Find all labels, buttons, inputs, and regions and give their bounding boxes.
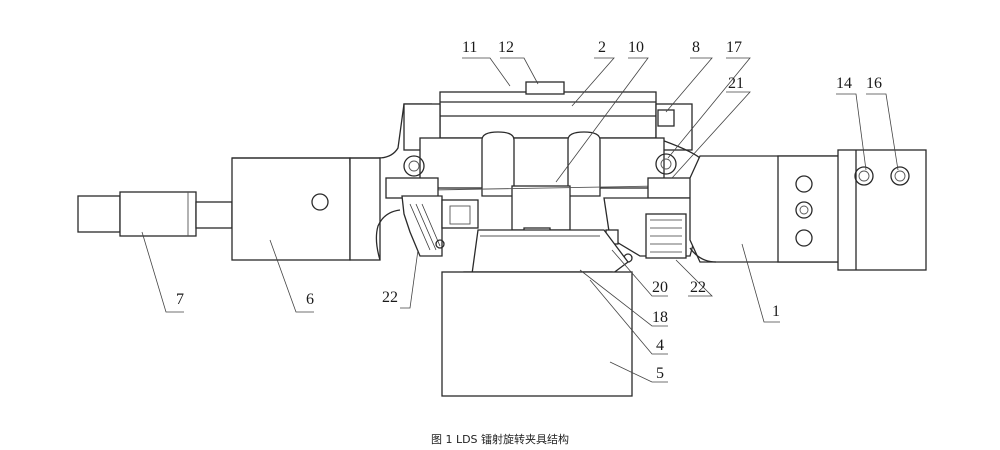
part-2-upper-body: [403, 81, 708, 159]
label-2: 2: [598, 39, 606, 56]
label-20: 20: [652, 279, 668, 296]
part-1-right-arm: [689, 155, 841, 263]
part-22-left-bearing: [385, 155, 479, 257]
part-6-left-arm: [231, 103, 432, 261]
label-21: 21: [728, 75, 744, 92]
label-18: 18: [652, 309, 668, 326]
label-7: 7: [176, 291, 184, 308]
part-7-shaft: [77, 191, 233, 237]
label-22-right: 22: [690, 279, 706, 296]
label-1: 1: [772, 303, 780, 320]
label-5: 5: [656, 365, 664, 382]
label-14: 14: [836, 75, 852, 92]
label-10: 10: [628, 39, 644, 56]
label-8: 8: [692, 39, 700, 56]
callout-labels: 11 12 2 10 8 17 21 14 16 7 6 22 20 22 18…: [176, 39, 882, 382]
leader-lines: [141, 57, 899, 383]
part-5-lower-block: [441, 271, 633, 397]
part-10-center-clamp: [419, 131, 665, 239]
label-22-left: 22: [382, 289, 398, 306]
part-18-lower-housing: [471, 229, 629, 275]
part-14-16-end-plate: [837, 149, 927, 271]
figure-caption: 图 1 LDS 镭射旋转夹具结构: [430, 433, 570, 446]
label-12: 12: [498, 39, 514, 56]
label-11: 11: [462, 39, 477, 56]
label-16: 16: [866, 75, 882, 92]
part-22-right-bearing: [603, 153, 701, 263]
label-4: 4: [656, 337, 664, 354]
label-6: 6: [306, 291, 314, 308]
label-17: 17: [726, 39, 742, 56]
